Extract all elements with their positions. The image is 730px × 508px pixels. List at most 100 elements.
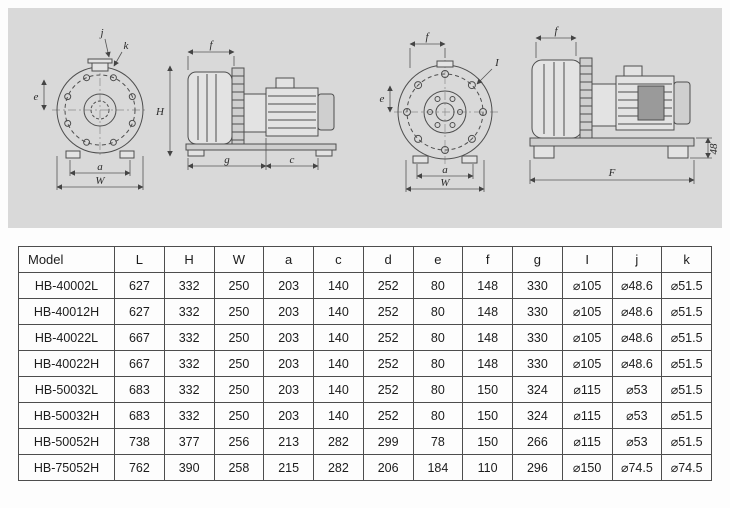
dimension-cell: ⌀105 xyxy=(561,298,613,325)
dimension-cell: 203 xyxy=(263,376,314,403)
dim-label-f1: f xyxy=(209,39,214,51)
column-header-i: I xyxy=(561,246,613,273)
dimension-cell: 215 xyxy=(263,454,314,481)
dimension-cell: 250 xyxy=(213,376,265,403)
dimension-cell: 252 xyxy=(362,298,414,325)
dimension-cell: ⌀105 xyxy=(561,324,613,351)
dimension-cell: ⌀51.5 xyxy=(661,428,712,455)
dimension-cell: ⌀53 xyxy=(611,428,663,455)
dim-label-F: F xyxy=(608,167,616,179)
dimension-cell: 203 xyxy=(263,298,314,325)
column-header-model: Model xyxy=(18,246,115,273)
pump-front-view-1: j k e a W xyxy=(34,27,148,190)
dimension-cell: 213 xyxy=(263,428,314,455)
dimension-cell: 330 xyxy=(512,298,563,325)
dimension-cell: 252 xyxy=(362,402,414,429)
dimension-cell: 332 xyxy=(163,298,215,325)
dimension-cell: 140 xyxy=(313,272,364,299)
dim-label-h: H xyxy=(155,106,165,118)
pump-front-view-2: f I e a W xyxy=(380,31,500,192)
dimension-cell: 738 xyxy=(114,428,165,455)
dimension-cell: ⌀48.6 xyxy=(611,350,663,377)
dim-label-f2: f xyxy=(425,31,430,43)
dimension-cell: 330 xyxy=(512,272,563,299)
model-cell: HB-40002L xyxy=(18,272,115,299)
dimension-cell: ⌀105 xyxy=(561,272,613,299)
column-header-h: H xyxy=(163,246,215,273)
dimension-cell: 203 xyxy=(263,350,314,377)
dimension-cell: 250 xyxy=(213,402,265,429)
dimension-cell: 296 xyxy=(512,454,563,481)
dimension-cell: 667 xyxy=(114,324,165,351)
dimension-cell: 150 xyxy=(462,402,513,429)
dimension-cell: 203 xyxy=(263,402,314,429)
dimension-cell: 148 xyxy=(462,298,513,325)
dimension-cell: ⌀53 xyxy=(611,376,663,403)
dimension-cell: 140 xyxy=(313,376,364,403)
dimension-cell: 627 xyxy=(114,272,165,299)
dimension-cell: 332 xyxy=(163,376,215,403)
dimension-cell: 250 xyxy=(213,324,265,351)
model-cell: HB-50052H xyxy=(18,428,115,455)
model-cell: HB-75052H xyxy=(18,454,115,481)
technical-drawings-panel: j k e a W xyxy=(8,8,722,228)
pump-drawings-svg: j k e a W xyxy=(34,25,720,192)
dimension-cell: 203 xyxy=(263,324,314,351)
column-header-d: d xyxy=(362,246,414,273)
dimension-cell: ⌀115 xyxy=(561,376,613,403)
dimension-cell: 150 xyxy=(462,376,513,403)
dimension-cell: 140 xyxy=(313,298,364,325)
dimension-cell: 80 xyxy=(412,350,464,377)
dimension-cell: 330 xyxy=(512,324,563,351)
dimension-cell: ⌀48.6 xyxy=(611,324,663,351)
dimension-cell: 140 xyxy=(313,350,364,377)
dimension-cell: 148 xyxy=(462,350,513,377)
dimension-cell: ⌀105 xyxy=(561,350,613,377)
model-cell: HB-40022L xyxy=(18,324,115,351)
model-cell: HB-50032L xyxy=(18,376,115,403)
column-header-a: a xyxy=(263,246,314,273)
dimension-cell: 332 xyxy=(163,324,215,351)
column-header-j: j xyxy=(611,246,663,273)
dimension-cell: 282 xyxy=(313,428,364,455)
dimension-cell: 110 xyxy=(462,454,513,481)
dimension-cell: 140 xyxy=(313,402,364,429)
dimension-cell: 148 xyxy=(462,272,513,299)
column-header-e: e xyxy=(412,246,464,273)
column-header-l: L xyxy=(114,246,165,273)
column-header-g: g xyxy=(512,246,563,273)
pump-side-view-2: f F 48 xyxy=(529,25,720,184)
dimension-cell: 80 xyxy=(412,324,464,351)
dim-label-w1: W xyxy=(95,175,105,187)
dimension-cell: 266 xyxy=(512,428,563,455)
dimension-cell: 203 xyxy=(263,272,314,299)
dimension-cell: 80 xyxy=(412,376,464,403)
column-header-k: k xyxy=(661,246,712,273)
dimension-cell: 332 xyxy=(163,350,215,377)
dimension-cell: ⌀51.5 xyxy=(661,298,712,325)
dimension-cell: 258 xyxy=(213,454,265,481)
dimension-cell: 256 xyxy=(213,428,265,455)
dimension-cell: 282 xyxy=(313,454,364,481)
pump-side-view-1: f H g c xyxy=(155,39,337,170)
dimension-cell: 683 xyxy=(114,402,165,429)
dimension-cell: 250 xyxy=(213,298,265,325)
dim-label-g: g xyxy=(224,154,230,166)
dimension-cell: 150 xyxy=(462,428,513,455)
dimension-cell: ⌀115 xyxy=(561,428,613,455)
dimension-cell: ⌀51.5 xyxy=(661,324,712,351)
dimension-cell: ⌀48.6 xyxy=(611,298,663,325)
dimension-cell: 206 xyxy=(362,454,414,481)
dim-label-c: c xyxy=(290,154,295,166)
dimension-cell: 148 xyxy=(462,324,513,351)
dimension-cell: 332 xyxy=(163,272,215,299)
dimension-cell: ⌀74.5 xyxy=(611,454,663,481)
